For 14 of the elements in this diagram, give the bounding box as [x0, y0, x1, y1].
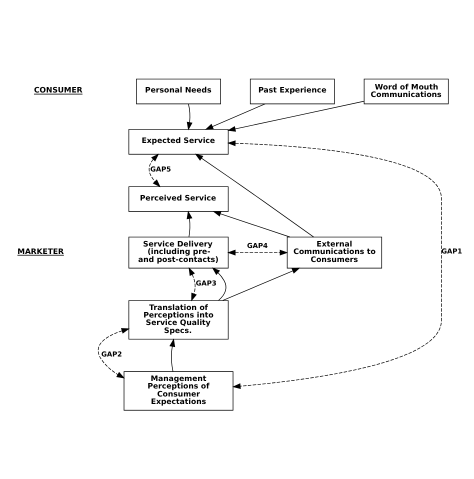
- arrow: [148, 154, 161, 188]
- arrow: [227, 140, 442, 390]
- arrow: [227, 250, 288, 256]
- arrow: [98, 328, 130, 378]
- arrow: [222, 268, 300, 301]
- arrow: [205, 104, 266, 130]
- arrow: [188, 267, 197, 302]
- arrow: [186, 104, 192, 130]
- arrow: [227, 100, 364, 132]
- arrow: [169, 338, 176, 372]
- arrow: [194, 154, 314, 238]
- arrow: [212, 211, 290, 238]
- arrow: [186, 210, 192, 238]
- arrow: [212, 267, 226, 301]
